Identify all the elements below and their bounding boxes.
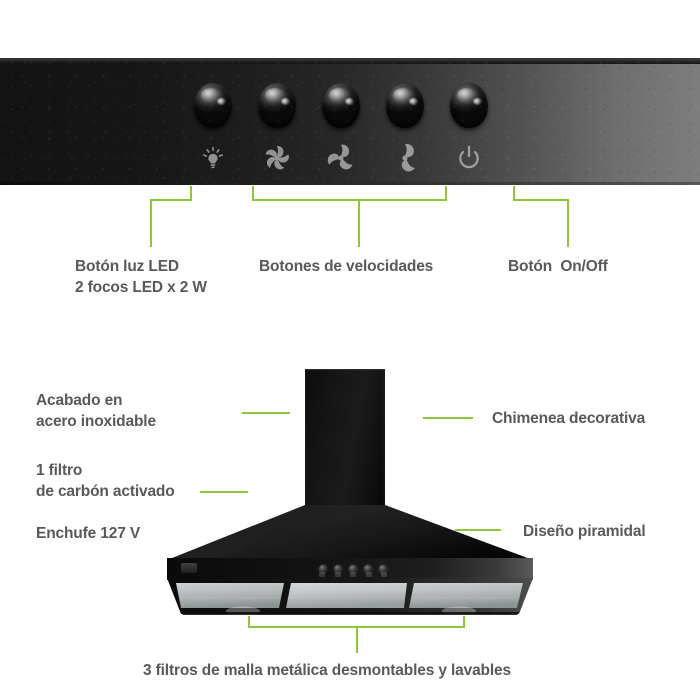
decorative-chimney bbox=[305, 370, 385, 514]
hood-button-label-4 bbox=[365, 572, 372, 577]
hood-button-2[interactable] bbox=[334, 565, 342, 573]
callout-speeds-left-tick bbox=[252, 186, 254, 200]
callout-speeds-bracket bbox=[252, 199, 447, 201]
power-icon bbox=[452, 140, 486, 174]
panel-top-edge bbox=[0, 58, 700, 64]
feature-carbon-line1: 1 filtro bbox=[36, 462, 83, 479]
lightbulb-icon bbox=[196, 140, 230, 174]
hood-control-buttons[interactable] bbox=[319, 562, 387, 576]
callout-led-label-line2: 2 focos LED x 2 W bbox=[75, 279, 207, 296]
filter-skirt bbox=[167, 578, 533, 616]
callout-speeds-drop bbox=[358, 199, 360, 247]
control-panel-photo bbox=[0, 58, 700, 185]
feature-plug-label: Enchufe 127 V bbox=[36, 525, 141, 542]
callout-power-drop bbox=[567, 199, 569, 247]
fan-five-blade-icon bbox=[260, 140, 294, 174]
callout-led-drop bbox=[150, 199, 152, 247]
panel-bottom-edge bbox=[0, 182, 700, 185]
feature-pyramid-leader bbox=[455, 529, 501, 531]
hood-button-4[interactable] bbox=[364, 565, 372, 573]
feature-stainless-leader bbox=[242, 412, 290, 414]
feature-filters-label: 3 filtros de malla metálica desmontables… bbox=[143, 662, 511, 679]
hood-button-1[interactable] bbox=[319, 565, 327, 573]
feature-filters-drop bbox=[356, 626, 358, 653]
callout-speeds-label: Botones de velocidades bbox=[259, 258, 434, 275]
feature-chimney-label: Chimenea decorativa bbox=[492, 410, 646, 427]
top-margin bbox=[0, 0, 700, 58]
callout-led-bracket bbox=[150, 199, 192, 201]
callout-power-label: Botón On/Off bbox=[508, 258, 608, 275]
callout-power-bracket bbox=[513, 199, 569, 201]
brand-logo bbox=[181, 563, 197, 573]
range-hood-product-image bbox=[0, 355, 700, 645]
hood-button-label-3 bbox=[350, 572, 356, 577]
speed-3-button-knob[interactable] bbox=[386, 83, 424, 128]
pyramid-canopy bbox=[0, 505, 700, 570]
fan-two-blade-icon bbox=[388, 140, 422, 174]
feature-carbon-line2: de carbón activado bbox=[36, 483, 175, 500]
hood-button-label-1 bbox=[319, 572, 325, 577]
feature-filters-right-tick bbox=[463, 616, 465, 627]
feature-stainless-line2: acero inoxidable bbox=[36, 413, 156, 430]
feature-carbon-leader bbox=[200, 491, 248, 493]
feature-stainless-line1: Acabado en bbox=[36, 392, 123, 409]
hood-button-labels bbox=[319, 571, 387, 578]
hood-button-label-2 bbox=[334, 572, 341, 577]
light-button-knob[interactable] bbox=[194, 83, 232, 128]
callout-led-label-line1: Botón luz LED bbox=[75, 258, 179, 275]
fan-three-blade-icon bbox=[324, 140, 358, 174]
callout-led-stem-top bbox=[190, 186, 192, 200]
hood-body bbox=[167, 558, 533, 616]
hood-button-3[interactable] bbox=[349, 565, 357, 573]
callout-speeds-right-tick bbox=[445, 186, 447, 200]
hood-button-label-5 bbox=[381, 572, 387, 577]
feature-chimney-leader bbox=[423, 417, 473, 419]
callout-power-tick bbox=[513, 186, 515, 200]
feature-filters-left-tick bbox=[248, 616, 250, 627]
speed-1-button-knob[interactable] bbox=[258, 83, 296, 128]
speed-2-button-knob[interactable] bbox=[322, 83, 360, 128]
feature-pyramid-label: Diseño piramidal bbox=[523, 523, 646, 540]
power-button-knob[interactable] bbox=[450, 83, 488, 128]
hood-face-strip bbox=[167, 558, 533, 580]
hood-button-5[interactable] bbox=[379, 565, 387, 573]
